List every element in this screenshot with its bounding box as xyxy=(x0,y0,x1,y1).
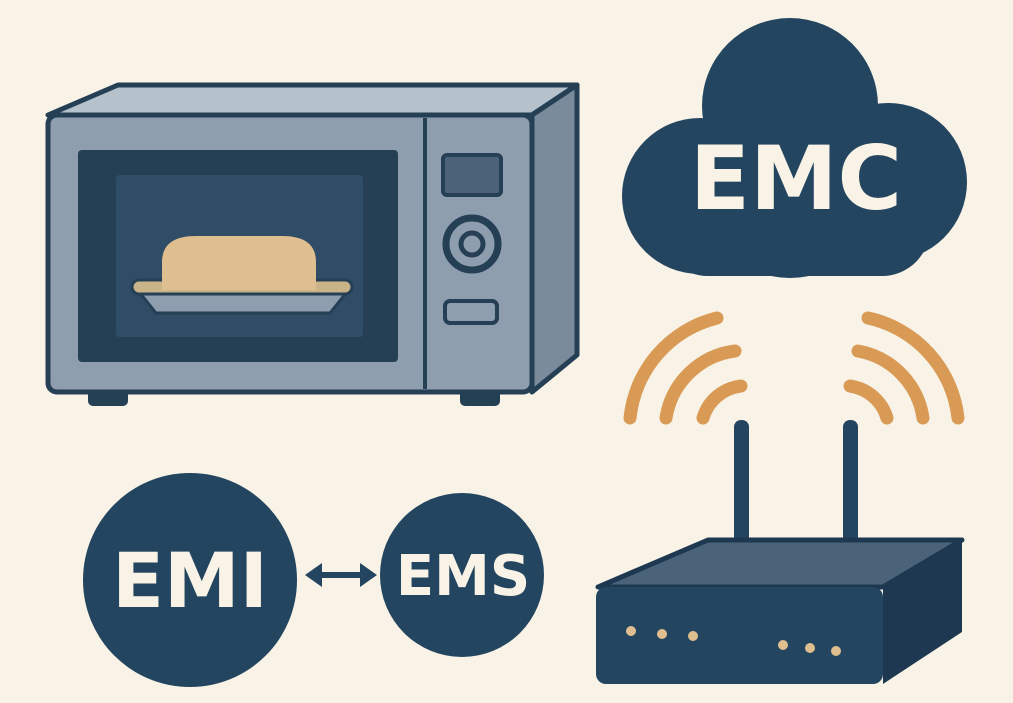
signal-arc-right-middle xyxy=(851,344,930,425)
ems-label: EMS xyxy=(396,544,530,609)
signal-arc-left-middle xyxy=(659,344,742,425)
food-item xyxy=(162,236,316,290)
cloud-icon xyxy=(622,18,967,278)
emi-circle xyxy=(83,473,297,687)
microwave-button xyxy=(443,299,499,325)
router-antenna-right xyxy=(843,420,858,545)
signal-arc-right-inner xyxy=(843,379,894,425)
router-led-6 xyxy=(831,646,841,656)
signal-arc-right-outer xyxy=(861,311,965,425)
router-front-face xyxy=(596,587,883,684)
router-led-3 xyxy=(688,631,698,641)
microwave-dial-center xyxy=(458,230,486,258)
microwave-plate xyxy=(138,291,348,315)
wireless-signal-icon xyxy=(623,311,965,425)
microwave-icon xyxy=(45,82,580,406)
router-antenna-left xyxy=(734,420,749,545)
router-side-face xyxy=(883,540,962,684)
signal-arc-left-outer xyxy=(623,311,724,425)
emi-label: EMI xyxy=(112,536,268,625)
microwave-side-face xyxy=(529,82,580,395)
microwave-top-face xyxy=(45,82,580,118)
router-led-4 xyxy=(778,640,788,650)
router-led-5 xyxy=(805,643,815,653)
signal-arc-left-inner xyxy=(696,379,748,425)
router-led-1 xyxy=(626,626,636,636)
wifi-router-icon xyxy=(595,420,965,684)
emc-label: EMC xyxy=(690,127,902,230)
ems-circle xyxy=(380,493,544,657)
double-arrow-icon xyxy=(305,563,377,587)
router-led-2 xyxy=(657,629,667,639)
microwave-display xyxy=(441,153,503,197)
